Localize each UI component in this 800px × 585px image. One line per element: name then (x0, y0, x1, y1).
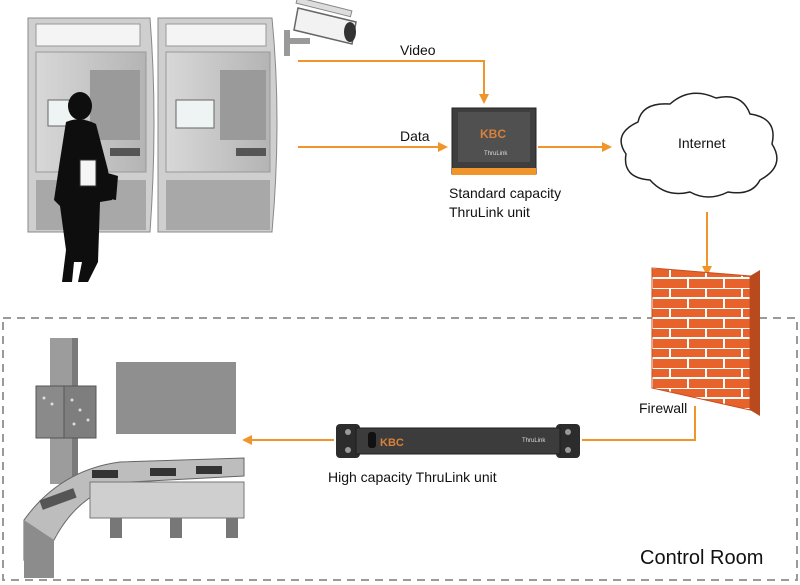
standard-unit-brand: KBC (480, 127, 506, 141)
data-label: Data (400, 128, 430, 144)
cloud-icon (620, 92, 778, 198)
standard-unit-label-line2: ThruLink unit (449, 204, 530, 220)
firewall-label: Firewall (639, 400, 687, 416)
firewall-to-high-unit-connection (582, 406, 696, 441)
control-room-label: Control Room (640, 547, 763, 569)
standard-unit-model: ThruLink (484, 151, 508, 157)
standard-thrulink-unit: KBC ThruLink (451, 107, 537, 175)
standard-unit-label-line1: Standard capacity (449, 185, 561, 201)
high-unit-model: ThruLink (522, 438, 546, 444)
high-capacity-thrulink-unit: KBC ThruLink (336, 424, 580, 458)
control-room-boundary (2, 317, 798, 581)
control-desk-icon (23, 338, 245, 578)
high-unit-brand: KBC (380, 437, 404, 449)
brick-wall-icon (651, 267, 760, 416)
person-silhouette-icon (54, 92, 118, 282)
video-label: Video (400, 42, 436, 58)
internet-label: Internet (678, 135, 726, 151)
cctv-camera-icon (284, 0, 357, 56)
high-unit-label: High capacity ThruLink unit (328, 469, 497, 485)
video-connection (298, 60, 489, 104)
